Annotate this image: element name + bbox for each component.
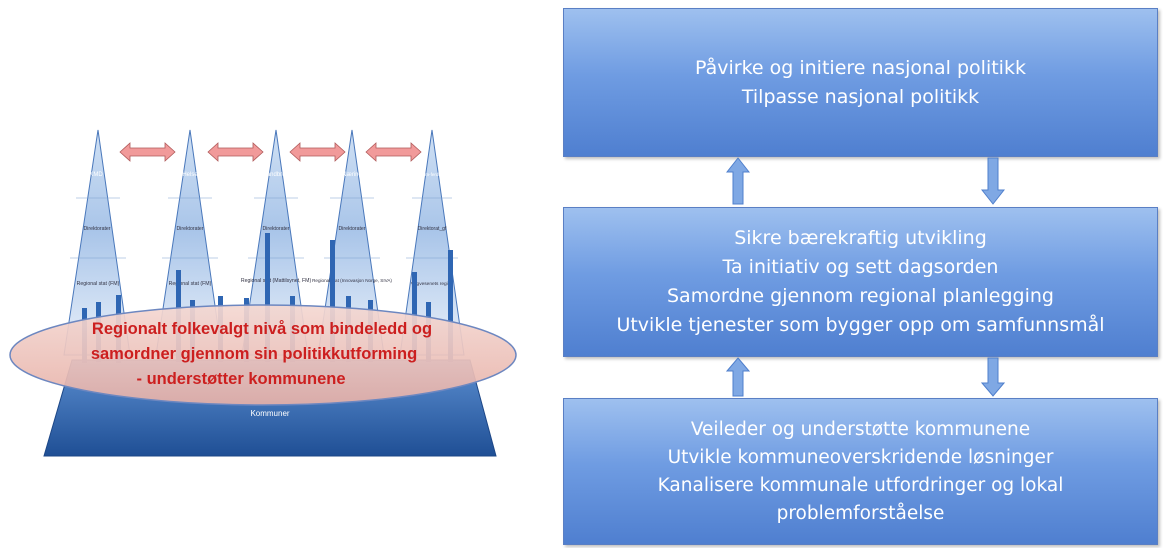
box-national-policy: Påvirke og initiere nasjonal politikk Ti… [563, 8, 1158, 157]
pyramid-mid-label: Direktorater [338, 226, 365, 232]
pyramid-2: Helse Direktorater Regional stat (FM) [155, 129, 223, 356]
pyramid-low-label: Vegvesenets region [411, 281, 453, 287]
pyramid-mid-label: Direktorater [83, 226, 110, 232]
pyramid-top-label: Helse [182, 172, 198, 178]
box-2-line-1: Sikre bærekraftig utvikling [734, 227, 987, 249]
pyramid-top-label: Sam-ferdsel [420, 172, 445, 177]
pyramid-top-label: Næring [342, 172, 362, 178]
box-3-line-4: problemforståelse [776, 502, 945, 524]
box-1-line-2: Tilpasse nasjonal politikk [741, 85, 980, 108]
box-3-line-2: Utvikle kommuneoverskridende løsninger [667, 446, 1054, 468]
box-2-line-2: Ta initiativ og sett dagsorden [722, 256, 999, 278]
pyramid-low-label: Regional stat (FM) [77, 281, 120, 287]
double-arrows [119, 142, 422, 162]
box-2-line-4: Utvikle tjenester som bygger opp om samf… [616, 314, 1105, 336]
base-label: Kommuner [250, 409, 289, 418]
pyramid-mid-label: Direktorater [176, 226, 203, 232]
up-arrow-icon [726, 157, 750, 205]
pyramid-mid-label: Direktorater [262, 226, 289, 232]
down-arrow-icon [981, 357, 1005, 397]
pyramid-top-label: Landbruk [263, 172, 289, 178]
governance-pyramid-diagram: Kommuner KMD Direktorater Regional stat … [0, 0, 520, 548]
ellipse-text-line-1: Regionalt folkevalgt nivå som bindeledd … [92, 320, 432, 338]
box-municipal-support: Veileder og understøtte kommunene Utvikl… [563, 398, 1158, 545]
pyramid-low-label: Regional stat (Mattilsynet, FM) [241, 278, 312, 284]
box-3-line-1: Veileder og understøtte kommunene [690, 418, 1031, 440]
ellipse-text-line-3: - understøtter kommunene [136, 370, 345, 388]
box-2-line-3: Samordne gjennom regional planlegging [667, 285, 1054, 307]
down-arrow-icon [981, 157, 1005, 205]
regional-ellipse [9, 304, 517, 406]
box-regional-development: Sikre bærekraftig utvikling Ta initiativ… [563, 207, 1158, 357]
box-3-line-3: Kanalisere kommunale utfordringer og lok… [657, 474, 1064, 496]
pyramid-mid-label: Direktorat_gf [418, 226, 447, 232]
ellipse-text-line-2: samordner gjennom sin politikkutforming [91, 345, 417, 363]
pyramid-low-label: Regional stat (FM) [169, 281, 212, 287]
pyramid-low-label: Regional stat (Innovasjon Norge, SIVA) [312, 278, 392, 283]
up-arrow-icon [726, 357, 750, 397]
pyramid-top-label: KMD [89, 172, 103, 178]
box-1-line-1: Påvirke og initiere nasjonal politikk [695, 56, 1026, 79]
pyramid-svg: Kommuner KMD Direktorater Regional stat … [9, 129, 517, 457]
